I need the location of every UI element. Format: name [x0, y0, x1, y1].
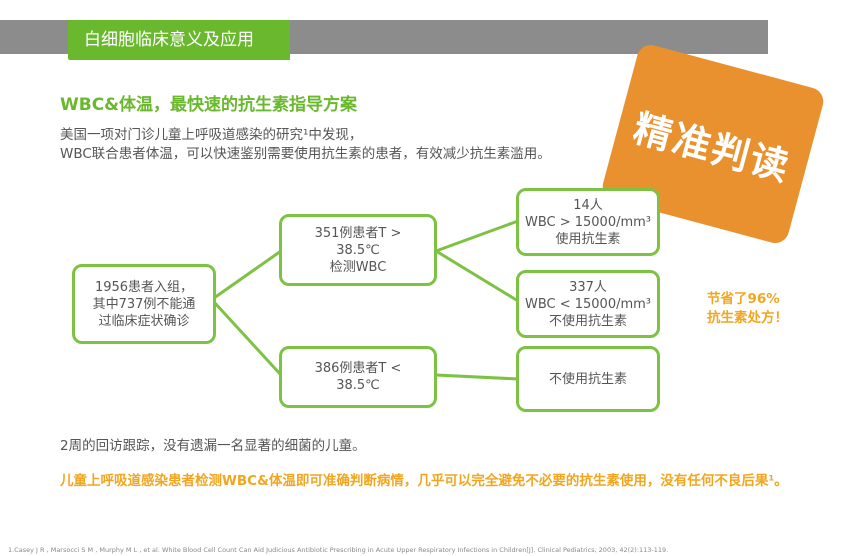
connector-low-to-leaf-low: [435, 373, 519, 381]
connector-root-to-high: [213, 249, 282, 300]
connector-root-to-low: [212, 300, 283, 377]
reference-footnote: 1.Casey J R , Marsocci S M , Murphy M L …: [8, 546, 669, 554]
leaf-high-wbc-line-3: 使用抗生素: [555, 231, 621, 247]
followup-text: 2周的回访跟踪，没有遗漏一名显著的细菌的儿童。: [60, 438, 366, 454]
leaf-low-wbc-line-3: 不使用抗生素: [548, 313, 627, 329]
high-temp-line-2: 38.5℃: [336, 242, 380, 258]
root-node-line-3: 过临床症状确诊: [98, 313, 190, 329]
low-temp-node: 386例患者T < 38.5℃: [279, 346, 437, 408]
low-temp-line-1: 386例患者T <: [314, 361, 402, 376]
low-temp-line-2: 38.5℃: [336, 378, 380, 393]
root-node-line-1: 1956患者入组，: [94, 279, 194, 295]
high-temp-line-1: 351例患者T >: [314, 225, 402, 241]
header-tab: 白细胞临床意义及应用: [68, 20, 290, 60]
intro-line-1: 美国一项对门诊儿童上呼吸道感染的研究¹中发现，: [60, 127, 363, 143]
high-temp-node: 351例患者T > 38.5℃ 检测WBC: [279, 214, 437, 286]
savings-callout: 节省了96% 抗生素处方！: [707, 290, 788, 328]
intro-line-2: WBC联合患者体温，可以快速鉴别需要使用抗生素的患者，有效减少抗生素滥用。: [60, 146, 551, 162]
leaf-high-wbc-node: 14人 WBC > 15000/mm³ 使用抗生素: [516, 188, 660, 256]
leaf-high-wbc-line-2: WBC > 15000/mm³: [524, 214, 652, 230]
root-node: 1956患者入组， 其中737例不能通 过临床症状确诊: [72, 264, 216, 344]
connector-high-to-leaf-high: [435, 219, 519, 253]
conclusion-text: 儿童上呼吸道感染患者检测WBC&体温即可准确判断病情，几乎可以完全避免不必要的抗…: [60, 473, 788, 489]
connector-high-to-leaf-low: [435, 249, 519, 303]
intro-text: 美国一项对门诊儿童上呼吸道感染的研究¹中发现， WBC联合患者体温，可以快速鉴别…: [60, 126, 551, 164]
section-title: WBC&体温，最快速的抗生素指导方案: [60, 95, 358, 115]
leaf-low-wbc-line-1: 337人: [569, 279, 607, 295]
callout-line-1: 节省了96%: [707, 291, 780, 307]
leaf-low-temp-line-1: 不使用抗生素: [548, 371, 627, 387]
leaf-low-wbc-line-2: WBC < 15000/mm³: [524, 296, 652, 312]
high-temp-line-3: 检测WBC: [329, 259, 387, 275]
leaf-low-temp-node: 不使用抗生素: [516, 346, 660, 412]
callout-line-2: 抗生素处方！: [707, 310, 788, 326]
leaf-high-wbc-line-1: 14人: [573, 197, 603, 213]
leaf-low-wbc-node: 337人 WBC < 15000/mm³ 不使用抗生素: [516, 270, 660, 338]
root-node-line-2: 其中737例不能通: [92, 296, 196, 312]
